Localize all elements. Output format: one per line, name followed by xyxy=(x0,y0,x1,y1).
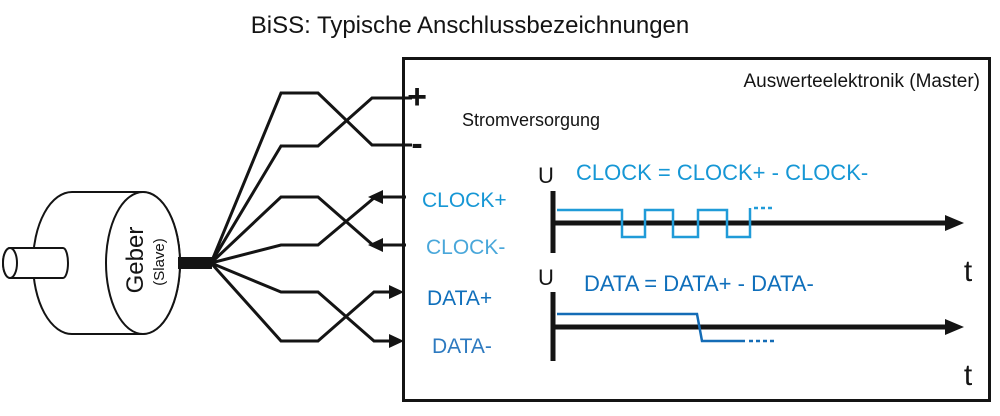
data-minus-terminal-label: DATA- xyxy=(432,335,492,358)
clock-wire-1 xyxy=(209,195,375,265)
data-wire-1 xyxy=(210,261,389,343)
clock-plus-arrow-icon xyxy=(368,190,383,204)
encoder-shaft-cap xyxy=(2,247,18,279)
clock-wire-2 xyxy=(210,196,375,265)
direction-arrows xyxy=(368,190,404,348)
data-plus-terminal-label: DATA+ xyxy=(427,287,493,310)
wiring xyxy=(209,91,412,343)
clock-equation-label: CLOCK = CLOCK+ - CLOCK- xyxy=(576,160,869,185)
encoder-sublabel: (Slave) xyxy=(150,238,168,286)
encoder-label: Geber xyxy=(122,226,149,294)
power-section-label: Stromversorgung xyxy=(462,109,601,130)
power-plus-terminal-label: + xyxy=(407,77,427,116)
power-wire-1 xyxy=(209,91,412,264)
data-u-axis-label: U xyxy=(538,265,554,290)
encoder-cable xyxy=(178,257,212,269)
clock-t-axis-label: t xyxy=(963,255,973,288)
clock-plus-terminal-label: CLOCK+ xyxy=(422,189,507,212)
diagram-title: BiSS: Typische Anschlussbezeichnungen xyxy=(250,12,690,39)
encoder-drawing xyxy=(2,191,212,335)
clock-u-axis-label: U xyxy=(538,163,554,188)
clock-minus-arrow-icon xyxy=(368,238,383,252)
encoder-shaft xyxy=(2,247,69,279)
data-t-axis-label: t xyxy=(963,359,973,392)
master-box-label: Auswerteelektronik (Master) xyxy=(743,71,980,92)
power-wire-2 xyxy=(209,96,412,264)
clock-minus-terminal-label: CLOCK- xyxy=(426,236,506,259)
data-wire-2 xyxy=(209,261,389,343)
power-minus-terminal-label: - xyxy=(411,124,423,163)
data-equation-label: DATA = DATA+ - DATA- xyxy=(584,271,814,296)
